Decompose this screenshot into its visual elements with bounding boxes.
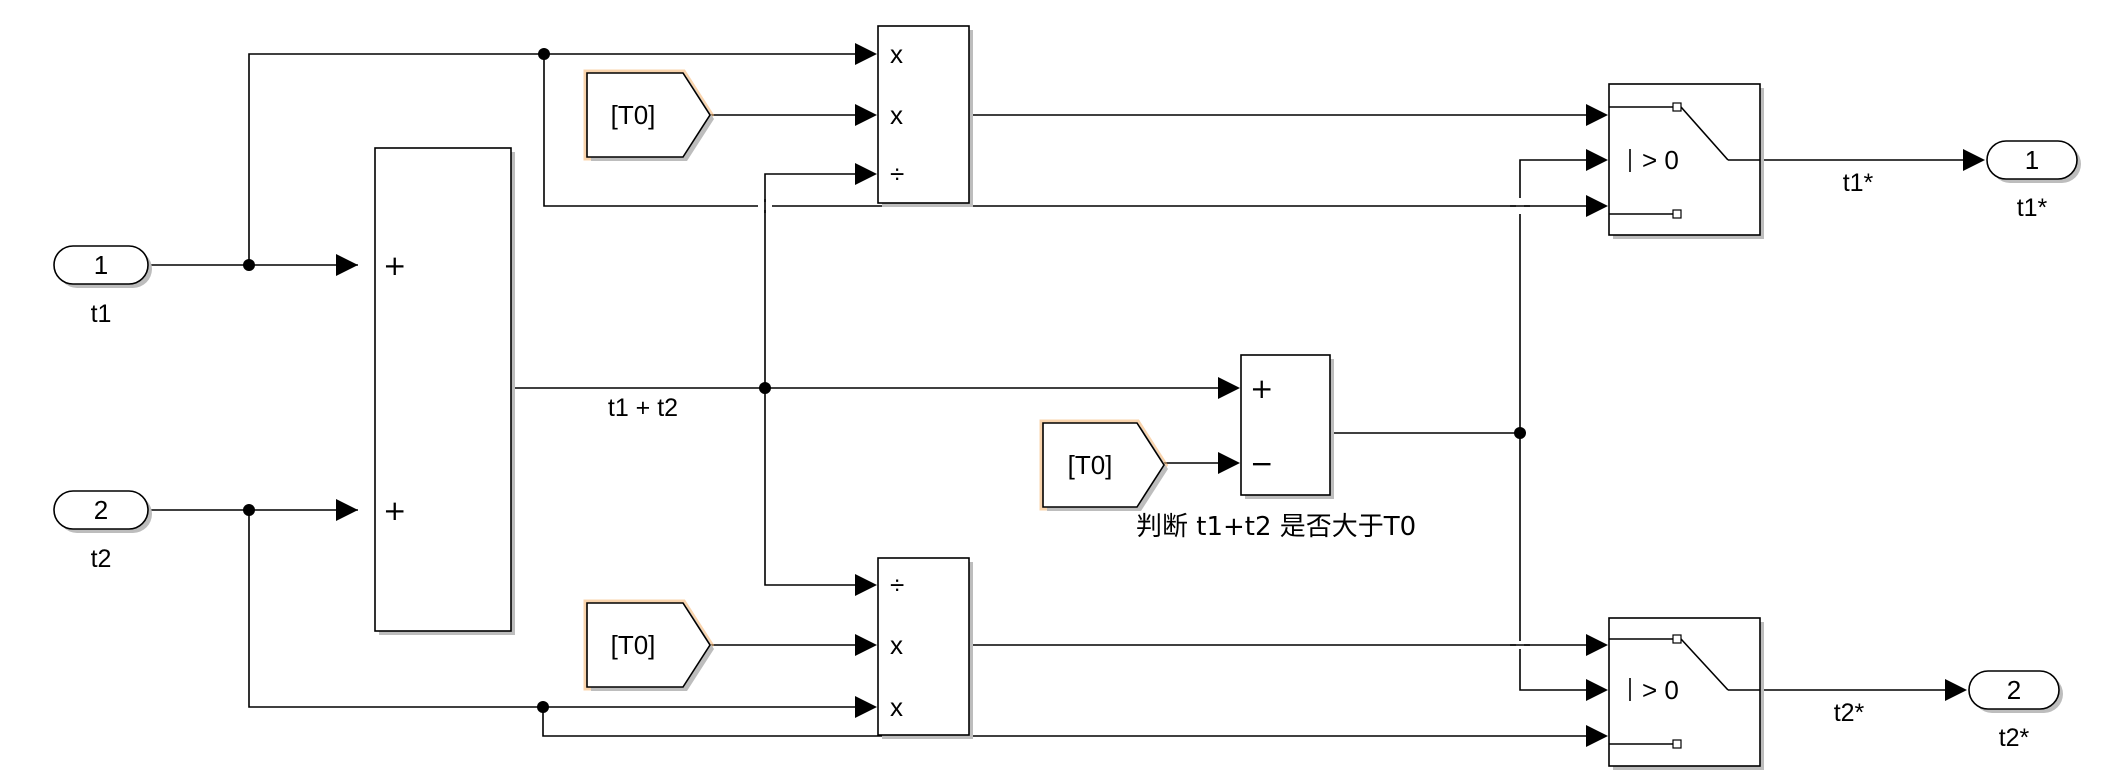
product-input-op: ÷ xyxy=(890,159,904,189)
wire-sum-to-prod-bottom-div[interactable] xyxy=(764,388,857,586)
signal-label-out1: t1* xyxy=(1843,169,1874,197)
branch-dot xyxy=(1514,427,1526,439)
outport-name: t1* xyxy=(2017,194,2048,222)
arrowhead xyxy=(855,574,877,596)
goto-tag-label: [T0] xyxy=(611,630,656,660)
arrowhead xyxy=(336,499,358,521)
arrowhead xyxy=(1586,149,1608,171)
branch-points xyxy=(243,48,1526,713)
product-input-op: ÷ xyxy=(890,570,904,600)
branch-dot xyxy=(538,48,550,60)
arrowhead xyxy=(336,254,358,276)
arrowhead xyxy=(1218,452,1240,474)
branch-dot xyxy=(759,382,771,394)
branch-dot xyxy=(243,259,255,271)
product-input-op: x xyxy=(890,630,903,660)
outport-2[interactable]: 2 t2* xyxy=(1968,670,2063,752)
goto-tag-middle[interactable]: [T0] xyxy=(1039,419,1169,511)
arrowhead xyxy=(1586,104,1608,126)
product-input-op: x xyxy=(890,692,903,722)
inport-2[interactable]: 2 t2 xyxy=(53,490,152,573)
arrowhead xyxy=(855,634,877,656)
compare-annotation: 判断 t1+t2 是否大于T0 xyxy=(1136,512,1416,542)
inport-number: 1 xyxy=(94,250,108,280)
sum-input-sign: + xyxy=(383,494,406,527)
wire-compare-to-switch-bottom[interactable] xyxy=(1519,433,1588,691)
goto-tag-label: [T0] xyxy=(1068,450,1113,480)
compare-sum-block[interactable]: + − xyxy=(1240,354,1334,499)
arrowhead xyxy=(1586,679,1608,701)
arrowhead xyxy=(1945,679,1967,701)
wire-crossings xyxy=(758,198,1530,649)
signal-label-sum: t1 + t2 xyxy=(608,394,678,422)
product-input-op: x xyxy=(890,39,903,69)
compare-input-sign: − xyxy=(1250,447,1273,480)
product-input-op: x xyxy=(890,100,903,130)
switch-block-bottom[interactable]: > 0 xyxy=(1608,617,1764,770)
arrowhead xyxy=(1963,149,1985,171)
outport-number: 1 xyxy=(2025,145,2039,175)
signal-wires xyxy=(148,53,1963,737)
inport-name: t1 xyxy=(91,300,112,328)
compare-input-sign: + xyxy=(1250,372,1273,405)
inport-number: 2 xyxy=(94,495,108,525)
goto-tag-top[interactable]: [T0] xyxy=(583,69,715,161)
arrowhead xyxy=(1586,195,1608,217)
arrowhead xyxy=(855,696,877,718)
arrowhead xyxy=(1586,634,1608,656)
wire-compare-to-switch-top[interactable] xyxy=(1519,159,1588,433)
signal-label-out2: t2* xyxy=(1834,699,1865,727)
arrowhead xyxy=(855,104,877,126)
wire-in2-to-switch-bottom-in3[interactable] xyxy=(542,707,1588,737)
branch-dot xyxy=(243,504,255,516)
outport-name: t2* xyxy=(1999,724,2030,752)
branch-dot xyxy=(537,701,549,713)
arrowhead xyxy=(855,163,877,185)
goto-tag-bottom[interactable]: [T0] xyxy=(583,599,715,691)
wire-in1-to-switch-top-in3[interactable] xyxy=(543,54,1588,207)
outport-number: 2 xyxy=(2007,675,2021,705)
inport-1[interactable]: 1 t1 xyxy=(53,245,152,328)
outport-1[interactable]: 1 t1* xyxy=(1986,140,2081,222)
product-block-bottom[interactable]: ÷ x x xyxy=(877,557,973,739)
wire-in1-up[interactable] xyxy=(248,53,857,265)
switch-block-top[interactable]: > 0 xyxy=(1608,83,1764,239)
wire-sum-to-prod-top-div[interactable] xyxy=(764,173,857,388)
wire-in2-down[interactable] xyxy=(248,510,857,708)
sum-input-sign: + xyxy=(383,249,406,282)
inport-name: t2 xyxy=(91,545,112,573)
arrowheads xyxy=(336,43,1985,747)
arrowhead xyxy=(1218,377,1240,399)
sum-block[interactable]: + + xyxy=(374,147,515,635)
arrowhead xyxy=(855,43,877,65)
arrowhead xyxy=(1586,725,1608,747)
goto-tag-label: [T0] xyxy=(611,100,656,130)
switch-criteria: > 0 xyxy=(1642,145,1679,175)
switch-criteria: > 0 xyxy=(1642,675,1679,705)
product-block-top[interactable]: x x ÷ xyxy=(877,25,973,207)
